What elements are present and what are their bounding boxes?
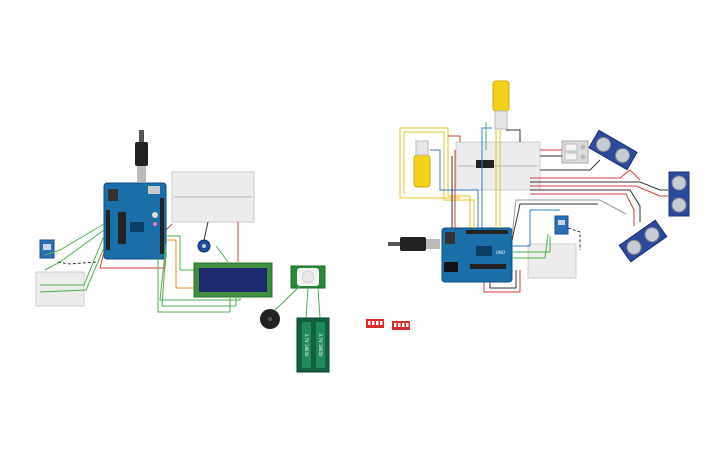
- arduino-uno-right[interactable]: UNO: [441, 227, 513, 283]
- potentiometer[interactable]: [197, 239, 211, 253]
- pir-sensor[interactable]: [290, 265, 326, 289]
- breadboard-right-small[interactable]: [527, 243, 577, 279]
- arduino-uno-left[interactable]: [103, 182, 167, 260]
- usb-cable-left[interactable]: [135, 130, 148, 182]
- buzzer[interactable]: [260, 309, 280, 329]
- battery-holder[interactable]: 3.7V 18650 3.7V 18650: [296, 317, 330, 373]
- uno-label: UNO: [496, 250, 505, 255]
- usb-cable-right[interactable]: [388, 237, 440, 251]
- wires-right: [399, 122, 668, 293]
- ultrasonic-sensor-1[interactable]: [588, 129, 638, 171]
- relay-module[interactable]: [561, 140, 589, 164]
- battery-label-a: 3.7V 18650: [304, 333, 309, 357]
- lcd-16x2[interactable]: [193, 262, 273, 298]
- dip-switch-b[interactable]: [392, 321, 410, 330]
- breadboard-left-small[interactable]: [35, 271, 85, 307]
- sensor-module-left[interactable]: [39, 239, 55, 259]
- right-circuit: UNO: [388, 80, 690, 293]
- wires-left: [39, 221, 321, 319]
- battery-label-b: 3.7V 18650: [318, 333, 323, 357]
- breadboard-right-top[interactable]: [455, 141, 541, 191]
- breadboard-left-top[interactable]: [171, 171, 255, 223]
- ultrasonic-sensor-3[interactable]: [618, 219, 668, 263]
- dc-motor-left[interactable]: [413, 140, 431, 188]
- ultrasonic-sensor-2[interactable]: [668, 171, 690, 217]
- sensor-module-right[interactable]: [554, 215, 569, 235]
- dip-switch-a[interactable]: [366, 319, 384, 328]
- left-circuit: 3.7V 18650 3.7V 18650: [35, 130, 330, 373]
- dc-motor-top[interactable]: [492, 80, 510, 130]
